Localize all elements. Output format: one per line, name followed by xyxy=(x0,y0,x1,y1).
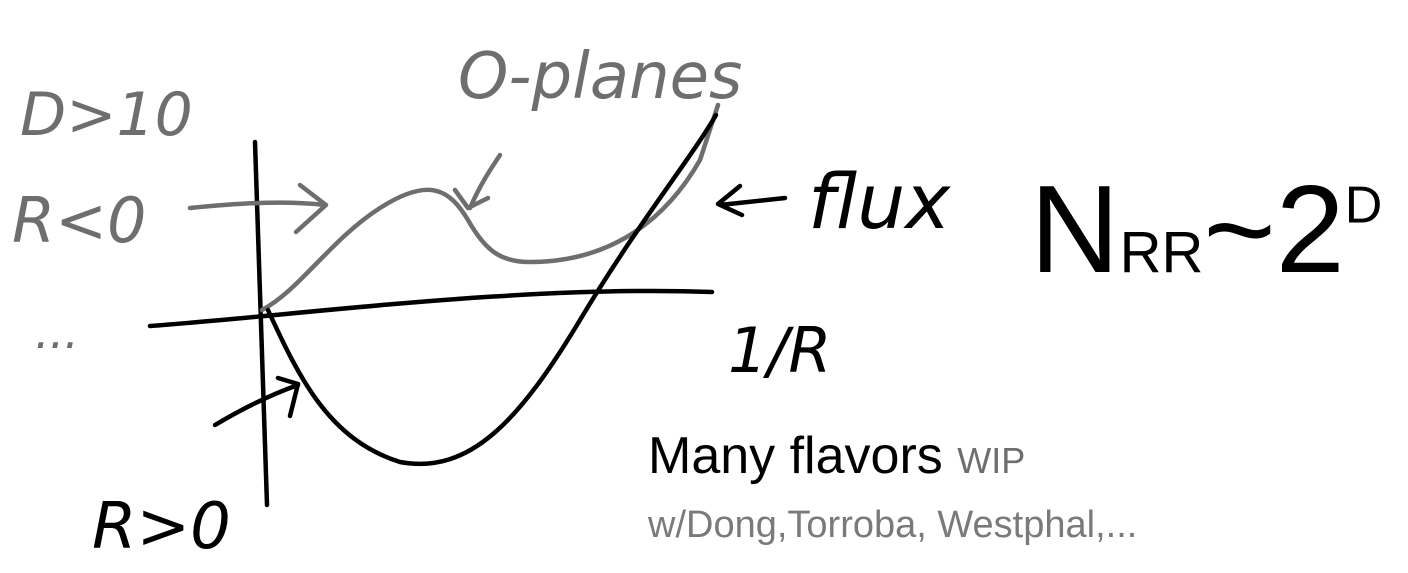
d-condition-label: D>10 xyxy=(20,80,193,150)
state-count-formula: NRR~2D xyxy=(1030,168,1382,292)
flux-arrow xyxy=(715,183,788,218)
many-flavors-title: Many flavors xyxy=(648,427,943,485)
ellipsis-label: ... xyxy=(35,305,79,359)
vertical-axis xyxy=(252,139,270,508)
formula-subscript: RR xyxy=(1119,220,1204,285)
collaborators-line: w/Dong,Torroba, Westphal,... xyxy=(648,504,1138,546)
many-flavors-heading: Many flavors WIP xyxy=(648,430,1025,482)
formula-operator: ~ xyxy=(1203,161,1276,299)
r-positive-label: R>0 xyxy=(92,490,231,564)
flux-label: flux xyxy=(808,157,951,246)
o-planes-arrow xyxy=(452,152,503,211)
r-positive-arrow xyxy=(212,375,301,428)
r-negative-label: R<0 xyxy=(12,184,146,257)
wip-badge: WIP xyxy=(957,440,1026,481)
formula-base: N xyxy=(1030,161,1120,299)
flux-curve xyxy=(265,112,719,467)
formula-exponent: D xyxy=(1344,176,1383,235)
inverse-r-axis-label: 1/R xyxy=(728,314,831,387)
o-planes-curve xyxy=(259,102,721,313)
horizontal-axis xyxy=(147,288,715,329)
o-planes-label: O-planes xyxy=(458,40,742,114)
r-negative-arrow xyxy=(187,182,329,235)
formula-number: 2 xyxy=(1275,161,1345,299)
